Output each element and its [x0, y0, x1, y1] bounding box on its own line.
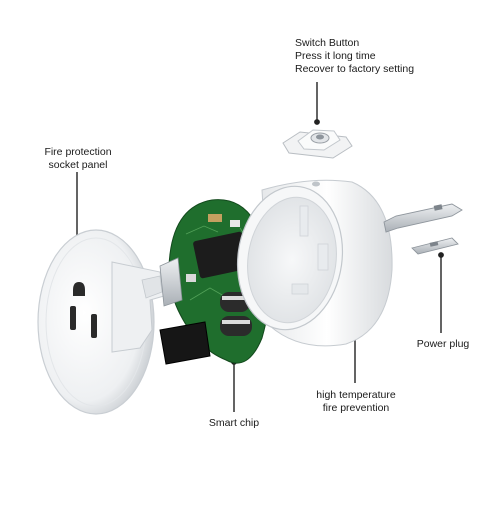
high-temp-line-1: high temperature	[316, 389, 396, 401]
socket-panel	[37, 229, 165, 415]
power-plug-prongs	[383, 203, 463, 255]
socket-slot-right	[91, 314, 97, 338]
callout-high-temp: high temperature fire prevention	[310, 389, 402, 415]
fire-panel-line-1: Fire protection	[44, 146, 112, 158]
switch-button-part	[282, 129, 353, 159]
switch-button-line-1: Switch Button	[295, 37, 360, 49]
leader-dot-switch	[314, 119, 320, 125]
callout-power-plug: Power plug	[408, 338, 478, 351]
callout-fire-panel: Fire protection socket panel	[38, 146, 118, 172]
socket-ground-hole	[73, 282, 85, 296]
callout-smart-chip: Smart chip	[198, 417, 270, 430]
switch-button-line-2: Press it long time	[295, 50, 376, 62]
smart-chip-line-1: Smart chip	[208, 417, 260, 429]
high-temp-line-2: fire prevention	[322, 402, 390, 414]
socket-slot-left	[70, 306, 76, 330]
switch-button-line-3: Recover to factory setting	[295, 63, 415, 75]
leader-dot-power-plug	[438, 252, 444, 258]
capacitors	[220, 292, 252, 336]
outer-shell	[236, 179, 393, 347]
fire-panel-line-2: socket panel	[48, 159, 108, 171]
callout-switch-button: Switch Button Press it long time Recover…	[295, 37, 414, 76]
power-plug-line-1: Power plug	[416, 338, 470, 350]
